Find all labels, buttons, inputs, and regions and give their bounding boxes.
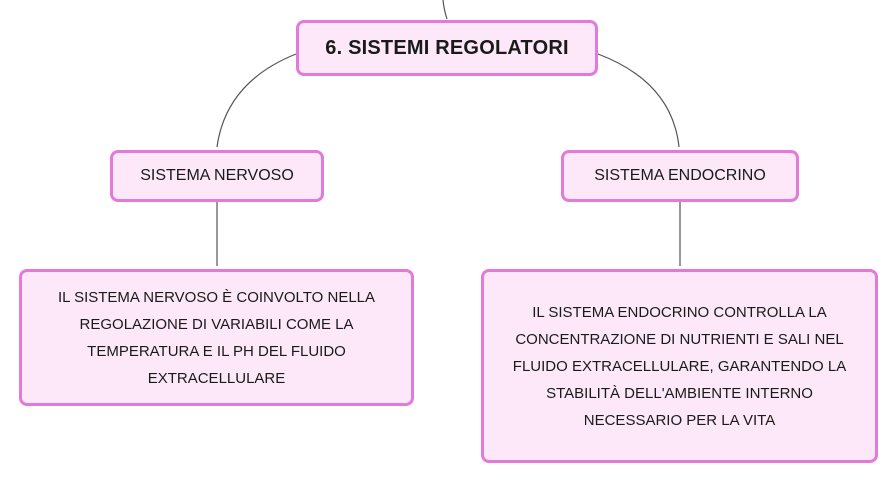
detail-node-sistema-endocrino[interactable]: IL SISTEMA ENDOCRINO CONTROLLA LA CONCEN… — [481, 269, 878, 463]
connector-from-parent — [442, 0, 448, 20]
topic-label-sistema-nervoso: SISTEMA NERVOSO — [140, 167, 294, 184]
topic-node-sistema-nervoso[interactable]: SISTEMA NERVOSO — [110, 150, 324, 202]
topic-label-sistema-endocrino: SISTEMA ENDOCRINO — [594, 167, 766, 184]
detail-node-sistema-nervoso[interactable]: IL SISTEMA NERVOSO È COINVOLTO NELLA REG… — [19, 269, 414, 406]
root-topic-label: 6. SISTEMI REGOLATORI — [325, 36, 569, 59]
connector-root-to-endocrino — [597, 53, 680, 148]
detail-text-sistema-endocrino: IL SISTEMA ENDOCRINO CONTROLLA LA CONCEN… — [512, 303, 847, 429]
connector-root-to-nervoso — [216, 53, 297, 148]
topic-node-sistema-endocrino[interactable]: SISTEMA ENDOCRINO — [561, 150, 799, 202]
detail-text-sistema-nervoso: IL SISTEMA NERVOSO È COINVOLTO NELLA REG… — [57, 288, 376, 387]
root-topic-node[interactable]: 6. SISTEMI REGOLATORI — [296, 20, 598, 76]
